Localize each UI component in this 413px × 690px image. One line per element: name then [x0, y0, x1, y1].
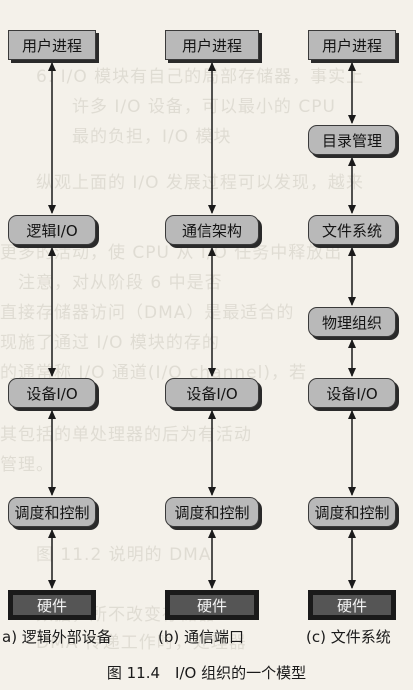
box-b-0: 用户进程: [165, 30, 259, 60]
box-c-2: 文件系统: [308, 215, 396, 245]
box-c-0: 用户进程: [308, 30, 396, 60]
box-c-5: 调度和控制: [308, 497, 396, 527]
box-b-3: 调度和控制: [165, 497, 259, 527]
caption-c: (c) 文件系统: [306, 628, 391, 646]
box-c-6: 硬件: [308, 590, 396, 620]
box-a-2: 设备I/O: [8, 378, 96, 408]
box-a-1: 逻辑I/O: [8, 215, 96, 245]
box-a-0: 用户进程: [8, 30, 96, 60]
box-a-3: 调度和控制: [8, 497, 96, 527]
box-b-4: 硬件: [165, 590, 259, 620]
box-b-1: 通信架构: [165, 215, 259, 245]
caption-b: (b) 通信端口: [158, 628, 244, 646]
figure-title: 图 11.4 I/O 组织的一个模型: [106, 664, 307, 682]
box-c-3: 物理组织: [308, 307, 396, 337]
caption-a: a) 逻辑外部设备: [2, 628, 112, 646]
box-c-1: 目录管理: [308, 125, 396, 155]
box-a-4: 硬件: [8, 590, 96, 620]
box-b-2: 设备I/O: [165, 378, 259, 408]
box-c-4: 设备I/O: [308, 378, 396, 408]
